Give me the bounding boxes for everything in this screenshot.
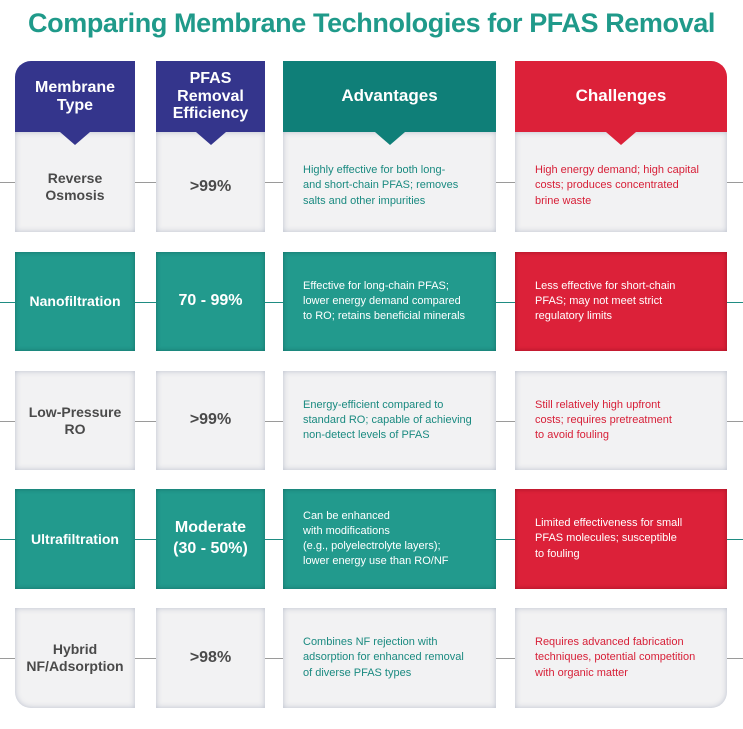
row-5-advantages-cell: Combines NF rejection with adsorption fo… (283, 608, 496, 708)
row-1-challenges-text: High energy demand; high capital costs; … (535, 164, 699, 207)
row-4-challenges-text: Limited effectiveness for small PFAS mol… (535, 517, 683, 560)
row-3-advantages-text: Energy-efficient compared to standard RO… (303, 398, 472, 442)
row-1-challenges-cell: High energy demand; high capital costs; … (515, 132, 727, 232)
row-5-type-text: Hybrid NF/Adsorption (26, 641, 124, 674)
row-2-efficiency-cell: 70 - 99% (156, 252, 265, 351)
header-challenges: Challenges (515, 61, 727, 145)
header-removal-efficiency-label: PFAS Removal Efficiency (172, 70, 249, 123)
header-pointer-arrow (195, 132, 226, 145)
row-3-type-cell: Low-Pressure RO (15, 371, 135, 470)
row-1-advantages-text: Highly effective for both long- and shor… (303, 164, 459, 207)
row-1-advantages-cell: Highly effective for both long- and shor… (283, 132, 496, 232)
header-pointer-arrow (606, 132, 636, 145)
header-advantages: Advantages (283, 61, 496, 145)
header-membrane-type: Membrane Type (15, 61, 135, 145)
row-2-challenges-cell: Less effective for short-chain PFAS; may… (515, 252, 727, 351)
row-4-efficiency-text: Moderate (30 - 50%) (173, 519, 248, 557)
row-2-efficiency-text: 70 - 99% (178, 292, 243, 310)
row-4-advantages-cell: Can be enhanced with modifications (e.g.… (283, 489, 496, 589)
row-4-type-text: Ultrafiltration (31, 530, 119, 547)
row-3-advantages-cell: Energy-efficient compared to standard RO… (283, 371, 496, 470)
row-5-challenges-text: Requires advanced fabrication techniques… (535, 636, 696, 679)
row-4-efficiency-cell: Moderate (30 - 50%) (156, 489, 265, 589)
row-3-challenges-cell: Still relatively high upfront costs; req… (515, 371, 727, 470)
row-5-advantages-text: Combines NF rejection with adsorption fo… (303, 636, 464, 679)
row-3-type-text: Low-Pressure RO (28, 403, 122, 437)
row-1-type-cell: Reverse Osmosis (15, 132, 135, 232)
header-advantages-label: Advantages (341, 86, 438, 106)
row-2-challenges-text: Less effective for short-chain PFAS; may… (535, 279, 676, 323)
header-removal-efficiency: PFAS Removal Efficiency (156, 61, 265, 145)
row-3-efficiency-text: >99% (189, 411, 232, 429)
row-1-type-text: Reverse Osmosis (45, 170, 105, 203)
row-5-efficiency-text: >98% (189, 648, 232, 666)
row-5-challenges-cell: Requires advanced fabrication techniques… (515, 608, 727, 708)
header-challenges-label: Challenges (575, 86, 667, 106)
row-5-type-cell: Hybrid NF/Adsorption (15, 608, 135, 708)
row-2-advantages-text: Effective for long-chain PFAS; lower ene… (303, 279, 466, 323)
row-1-efficiency-text: >99% (189, 177, 232, 195)
page-title: Comparing Membrane Technologies for PFAS… (28, 8, 715, 38)
row-4-challenges-cell: Limited effectiveness for small PFAS mol… (515, 489, 727, 589)
header-membrane-type-label: Membrane Type (34, 78, 116, 114)
row-4-advantages-text: Can be enhanced with modifications (e.g.… (303, 509, 449, 568)
row-5-efficiency-cell: >98% (156, 608, 265, 708)
row-3-challenges-text: Still relatively high upfront costs; req… (535, 398, 672, 442)
row-2-type-text: Nanofiltration (29, 293, 121, 310)
row-4-type-cell: Ultrafiltration (15, 489, 135, 589)
row-3-efficiency-cell: >99% (156, 371, 265, 470)
header-pointer-arrow (374, 132, 405, 145)
row-2-type-cell: Nanofiltration (15, 252, 135, 351)
row-1-efficiency-cell: >99% (156, 132, 265, 232)
header-pointer-arrow (60, 132, 90, 145)
row-2-advantages-cell: Effective for long-chain PFAS; lower ene… (283, 252, 496, 351)
